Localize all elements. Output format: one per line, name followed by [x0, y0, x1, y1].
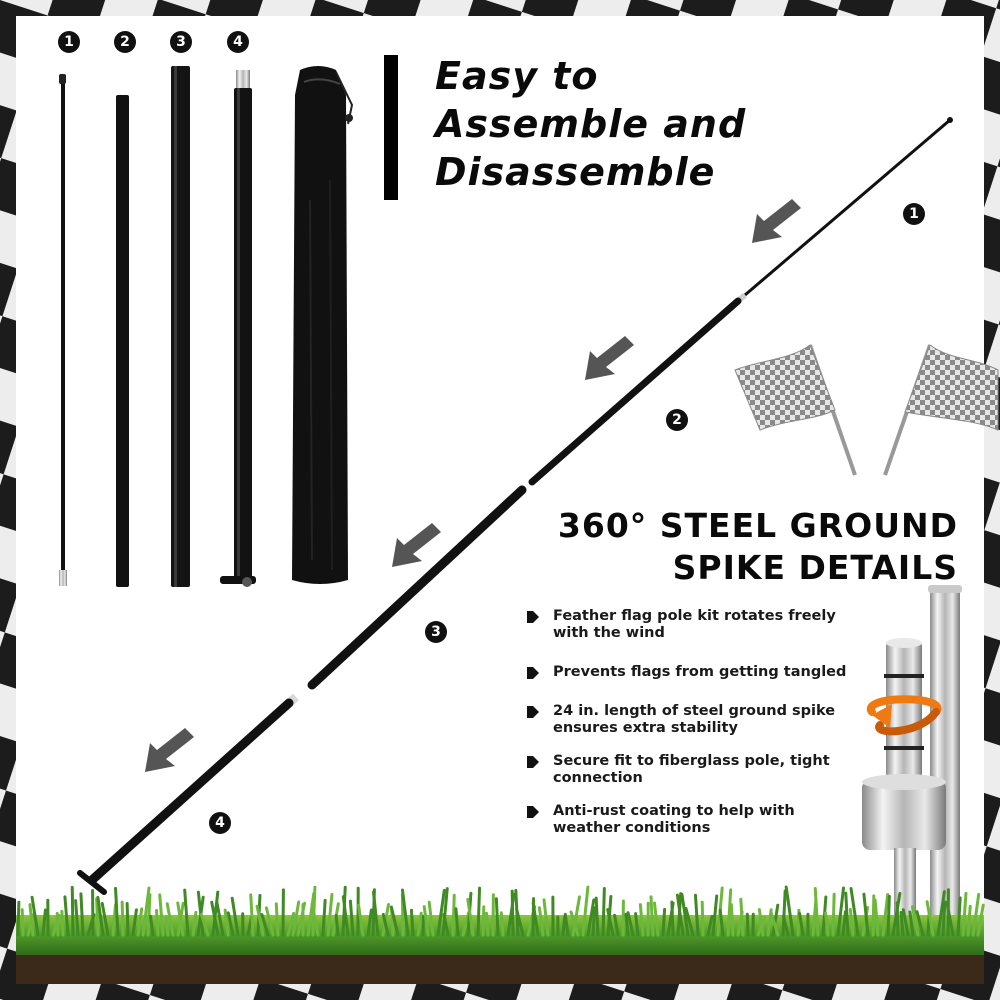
assembled-pole: [77, 117, 953, 895]
part-2-tube: [116, 95, 129, 587]
part-number-3: 3: [170, 31, 192, 53]
part-1-rod: [59, 74, 67, 586]
feature-item: 24 in. length of steel ground spike ensu…: [527, 703, 857, 737]
bullet-icon: [527, 667, 539, 679]
racing-flags-icon: [734, 344, 999, 476]
bullet-icon: [527, 806, 539, 818]
feature-item: Feather flag pole kit rotates freely wit…: [527, 608, 857, 642]
storage-bag: [292, 66, 354, 584]
assembly-number-1: 1: [903, 203, 925, 225]
headline: Easy to Assemble and Disassemble: [435, 52, 746, 196]
arrow-3-icon: [392, 523, 441, 567]
arrow-1-icon: [752, 199, 801, 243]
rotation-arrow-icon: [867, 695, 942, 736]
feature-item: Prevents flags from getting tangled: [527, 664, 857, 681]
part-3-tube: [171, 66, 190, 587]
headline-line-1: Easy to: [435, 54, 599, 98]
part-number-2: 2: [114, 31, 136, 53]
grass-ground: [16, 885, 985, 984]
bullet-icon: [527, 706, 539, 718]
part-4-tube: [220, 70, 256, 587]
arrow-2-icon: [585, 336, 634, 380]
feature-list: Feather flag pole kit rotates freely wit…: [527, 608, 857, 837]
part-number-4: 4: [227, 31, 249, 53]
headline-line-2: Assemble and: [435, 102, 747, 146]
assembly-number-4: 4: [209, 812, 231, 834]
bullet-icon: [527, 756, 539, 768]
part-number-1: 1: [58, 31, 80, 53]
headline-line-3: Disassemble: [435, 150, 716, 194]
arrow-4-icon: [145, 728, 194, 772]
spike-title-line-1: 360° STEEL GROUND: [557, 506, 958, 545]
assembly-arrows: [145, 199, 801, 772]
feature-item: Secure fit to fiberglass pole, tight con…: [527, 753, 857, 787]
feature-item: Anti-rust coating to help with weather c…: [527, 803, 857, 837]
assembly-number-2: 2: [666, 409, 688, 431]
spike-title-line-2: SPIKE DETAILS: [672, 548, 958, 587]
headline-bar: [384, 55, 398, 200]
bullet-icon: [527, 611, 539, 623]
assembly-number-3: 3: [425, 621, 447, 643]
spike-title: 360° STEEL GROUND SPIKE DETAILS: [558, 505, 958, 589]
